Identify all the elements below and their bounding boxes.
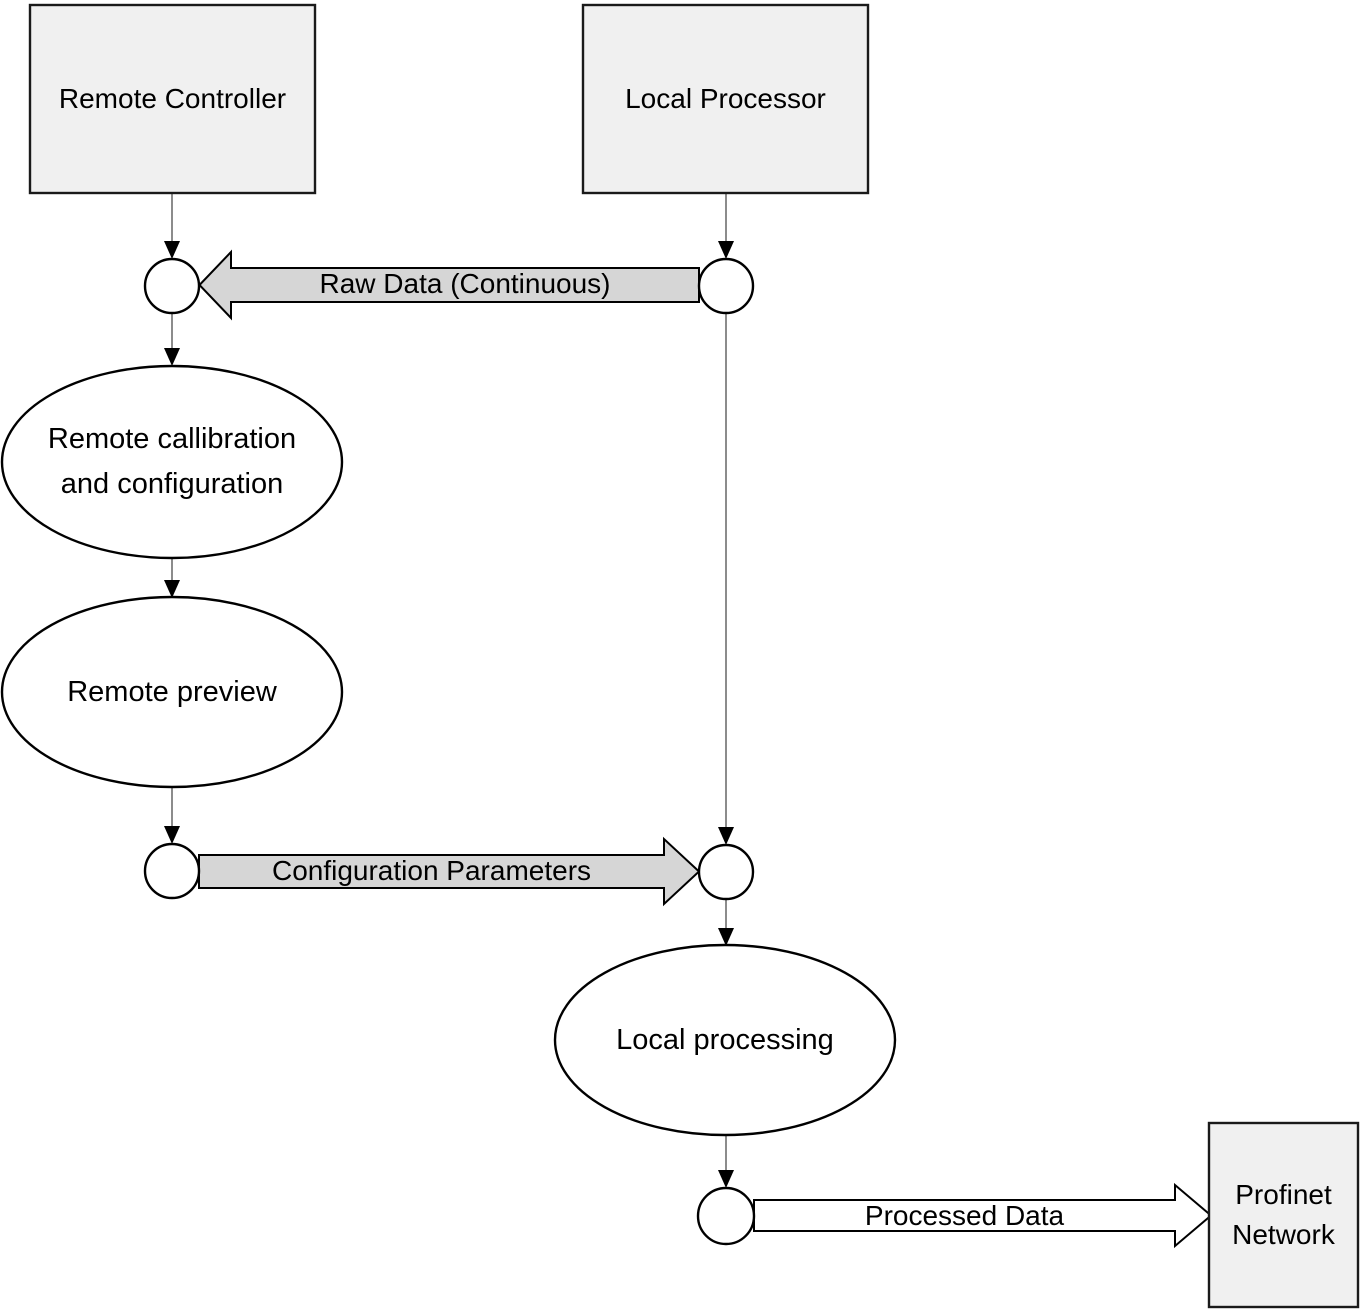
junction-local-config	[697, 843, 755, 901]
connector-arrowheads	[164, 241, 734, 1188]
remote-controller-box	[28, 3, 317, 195]
junction-local-raw-data	[697, 257, 755, 315]
junction-processed-output	[696, 1186, 756, 1246]
arrowhead-icon	[718, 827, 734, 845]
remote-preview-ellipse	[0, 595, 344, 789]
arrowhead-icon	[164, 826, 180, 844]
raw-data-flow-arrow	[198, 249, 700, 321]
connector-lines	[171, 194, 727, 1172]
arrowhead-icon	[164, 241, 180, 259]
configuration-parameters-flow-arrow	[198, 836, 701, 907]
remote-calibration-ellipse	[0, 364, 344, 560]
profinet-network-box	[1207, 1121, 1360, 1309]
arrowhead-icon	[164, 348, 180, 366]
junction-remote-raw-data	[143, 257, 201, 315]
junction-circles	[143, 257, 756, 1246]
arrowhead-icon	[718, 1170, 734, 1188]
junction-remote-config	[143, 842, 201, 900]
arrowhead-icon	[164, 580, 180, 598]
arrowhead-icon	[718, 241, 734, 259]
local-processor-box	[581, 3, 870, 195]
processed-data-flow-arrow	[753, 1182, 1213, 1249]
local-processing-ellipse	[553, 943, 897, 1137]
arrowhead-icon	[718, 928, 734, 946]
